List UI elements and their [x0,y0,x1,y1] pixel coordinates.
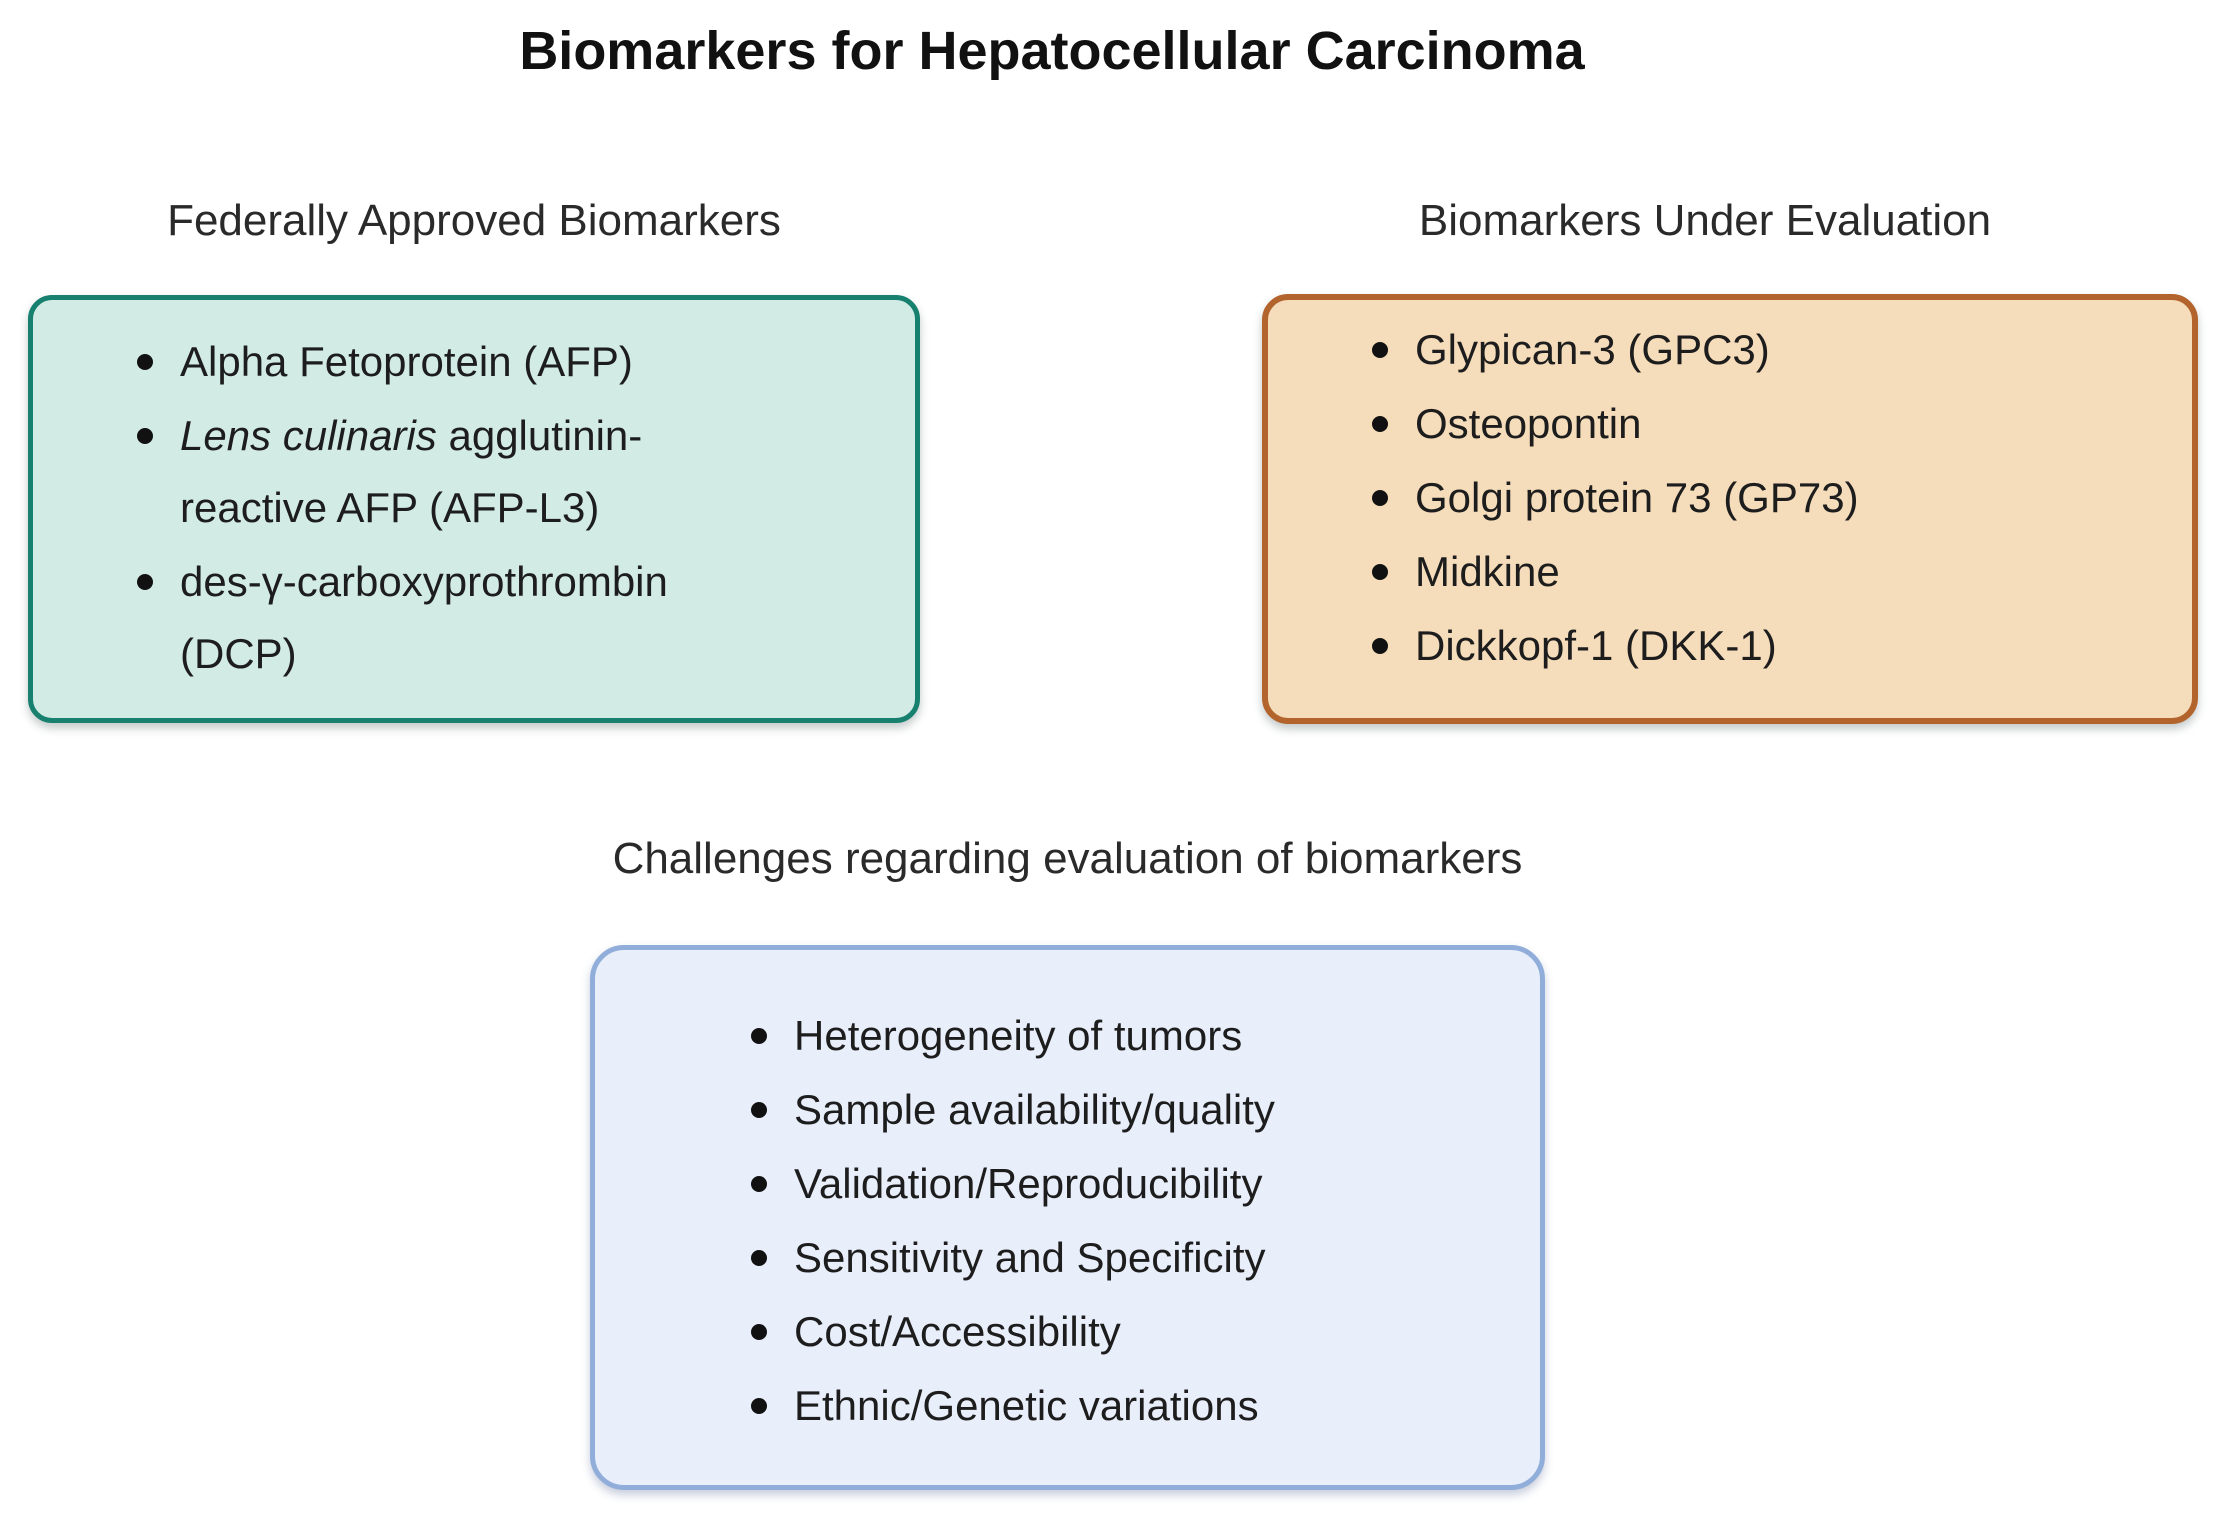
list-item: Heterogeneity of tumors [751,1000,1524,1072]
list-item-text: Heterogeneity of tumors [794,1012,1243,1059]
list-item: Osteopontin [1372,388,2176,460]
list-item-text: Ethnic/Genetic variations [794,1382,1259,1429]
bullet-dot [751,1176,767,1192]
list-item-text: Cost/Accessibility [794,1308,1121,1355]
list-item: Validation/Reproducibility [751,1148,1524,1220]
list-item-text: Midkine [1415,548,1560,595]
list-item: Glypican-3 (GPC3) [1372,314,2176,386]
list-item: Alpha Fetoprotein (AFP) [137,326,899,398]
bullet-dot [137,428,153,444]
bullet-dot [751,1250,767,1266]
list-item-text: des-γ-carboxyprothrombin (DCP) [180,558,668,677]
list-item-text: Osteopontin [1415,400,1642,447]
bullet-dot [751,1028,767,1044]
list-item: Dickkopf-1 (DKK-1) [1372,610,2176,682]
list-item: Midkine [1372,536,2176,608]
list-item: des-γ-carboxyprothrombin (DCP) [137,546,899,690]
list-item-text: Golgi protein 73 (GP73) [1415,474,1859,521]
heading-federally-approved-biomarkers: Federally Approved Biomarkers [167,196,781,245]
bullet-dot [1372,342,1388,358]
list-item-text: Validation/Reproducibility [794,1160,1263,1207]
bullet-dot [1372,564,1388,580]
bullet-dot [1372,416,1388,432]
heading-biomarkers-under-evaluation: Biomarkers Under Evaluation [1418,196,1992,245]
figure-title: Biomarkers for Hepatocellular Carcinoma [519,21,1585,81]
list-item-text: Glypican-3 (GPC3) [1415,326,1770,373]
bullet-dot [1372,490,1388,506]
list-item-text: Sample availability/quality [794,1086,1275,1133]
bullet-dot [751,1102,767,1118]
list-item-text: Dickkopf-1 (DKK-1) [1415,622,1777,669]
bullet-dot [137,354,153,370]
list-item: Cost/Accessibility [751,1296,1524,1368]
heading-challenges-evaluation-biomarkers: Challenges regarding evaluation of bioma… [612,834,1523,883]
bullet-dot [751,1398,767,1414]
list-item: Ethnic/Genetic variations [751,1370,1524,1442]
list-item: Sample availability/quality [751,1074,1524,1146]
bullet-dot [751,1324,767,1340]
list-item-text: Alpha Fetoprotein (AFP) [180,338,633,385]
federally-approved-biomarkers-list: Alpha Fetoprotein (AFP) Lens culinaris ag… [33,300,915,690]
list-item: Lens culinaris agglutinin- reactive AFP … [137,400,899,544]
list-item-text: Lens culinaris agglutinin- reactive AFP … [180,412,643,531]
list-item: Golgi protein 73 (GP73) [1372,462,2176,534]
list-item: Sensitivity and Specificity [751,1222,1524,1294]
bullet-dot [137,574,153,590]
bullet-dot [1372,638,1388,654]
list-item-text: Sensitivity and Specificity [794,1234,1266,1281]
panel-federally-approved-biomarkers: Alpha Fetoprotein (AFP) Lens culinaris ag… [28,295,920,723]
